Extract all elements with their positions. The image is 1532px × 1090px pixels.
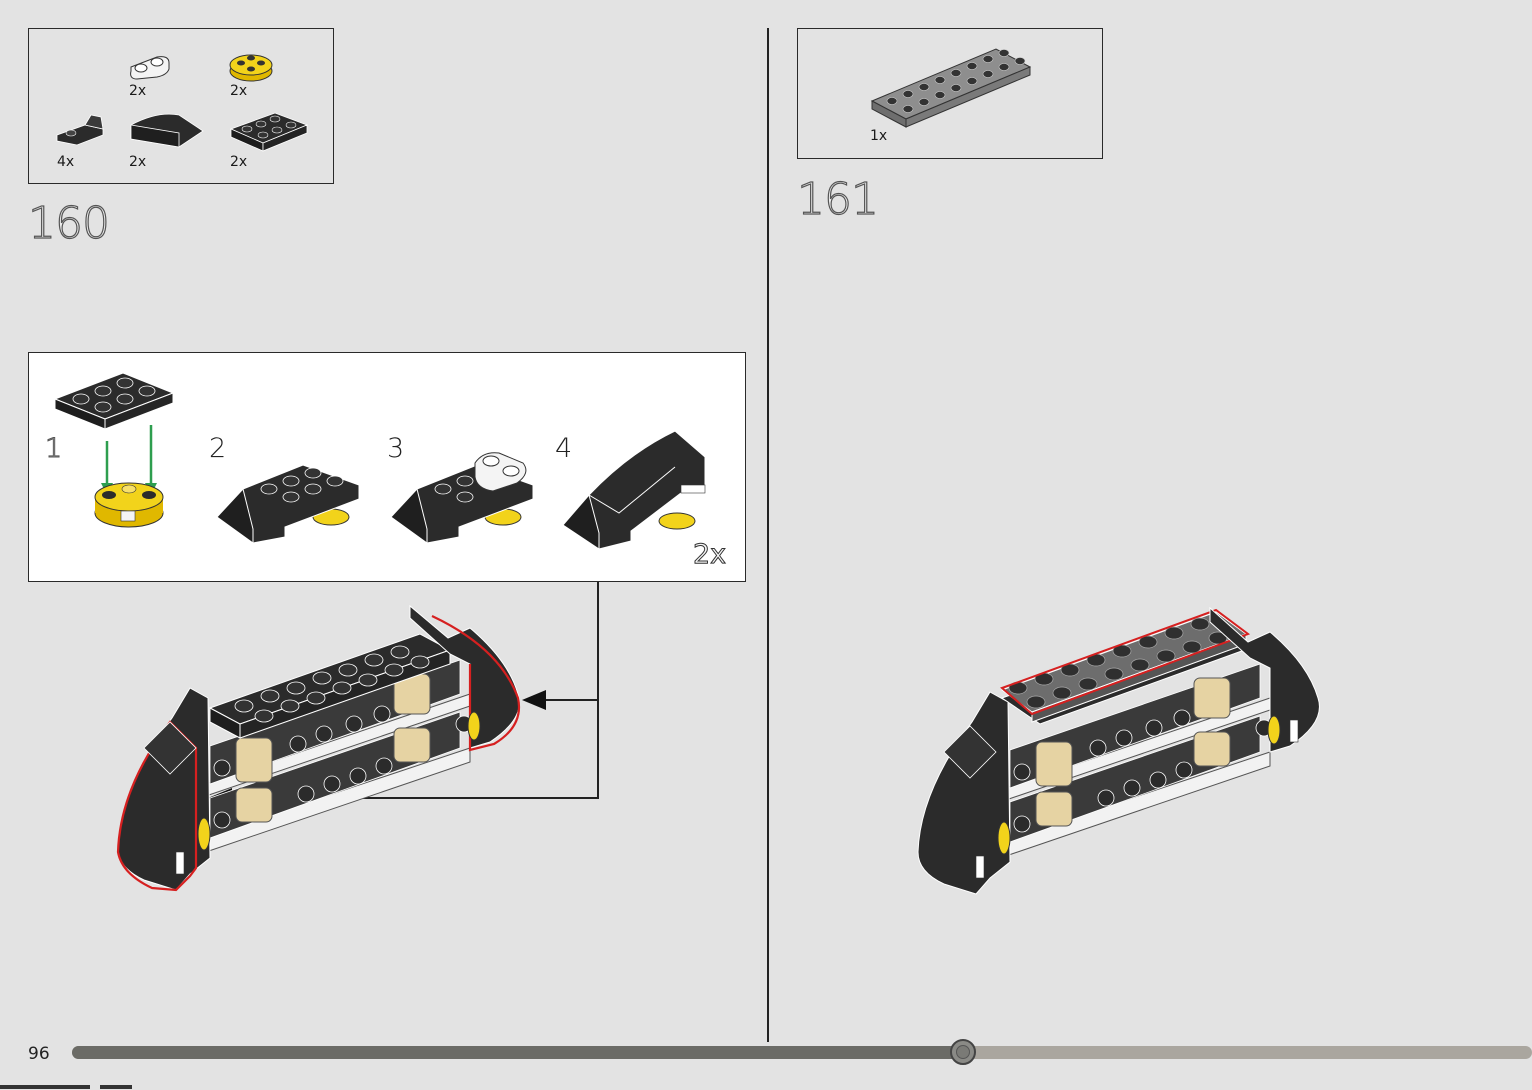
- multiplier-2x: 2x: [693, 541, 726, 568]
- yellow-round-plate-icon: [227, 45, 275, 85]
- substep-4-illustration: [559, 427, 709, 555]
- substep-3-illustration: [387, 443, 535, 551]
- page-number: 96: [28, 1044, 50, 1064]
- page-divider: [767, 28, 769, 1042]
- parts-list-step-161: 1x: [797, 28, 1103, 159]
- step-number-160: 160: [28, 202, 109, 246]
- progress-knob[interactable]: [950, 1039, 976, 1065]
- footer-mark-left: [0, 1085, 90, 1089]
- parts-list-step-160: 2x 2x 4x 2x 2x: [28, 28, 334, 184]
- model-step-160: [110, 598, 530, 894]
- qty-white-plate: 2x: [129, 84, 146, 98]
- qty-yellow-round-plate: 2x: [230, 84, 247, 98]
- model-step-161: [910, 598, 1330, 898]
- dark-gray-plate-2x8-icon: [868, 43, 1034, 131]
- black-curved-slope-icon: [127, 109, 207, 151]
- footer-mark-right: [100, 1085, 132, 1089]
- black-bracket-icon: [55, 113, 107, 149]
- sub-assembly-callout: 1 2 3 4: [28, 352, 746, 582]
- substep-1-illustration: [51, 367, 181, 529]
- step-number-161: 161: [797, 178, 878, 222]
- qty-dark-gray-plate: 1x: [870, 129, 887, 143]
- white-plate-icon: [127, 49, 173, 83]
- black-plate-2x3-icon: [229, 105, 309, 153]
- qty-black-bracket: 4x: [57, 155, 74, 169]
- qty-black-curved-slope: 2x: [129, 155, 146, 169]
- qty-black-plate-2x3: 2x: [230, 155, 247, 169]
- substep-2-illustration: [213, 457, 361, 549]
- progress-fill: [72, 1046, 963, 1059]
